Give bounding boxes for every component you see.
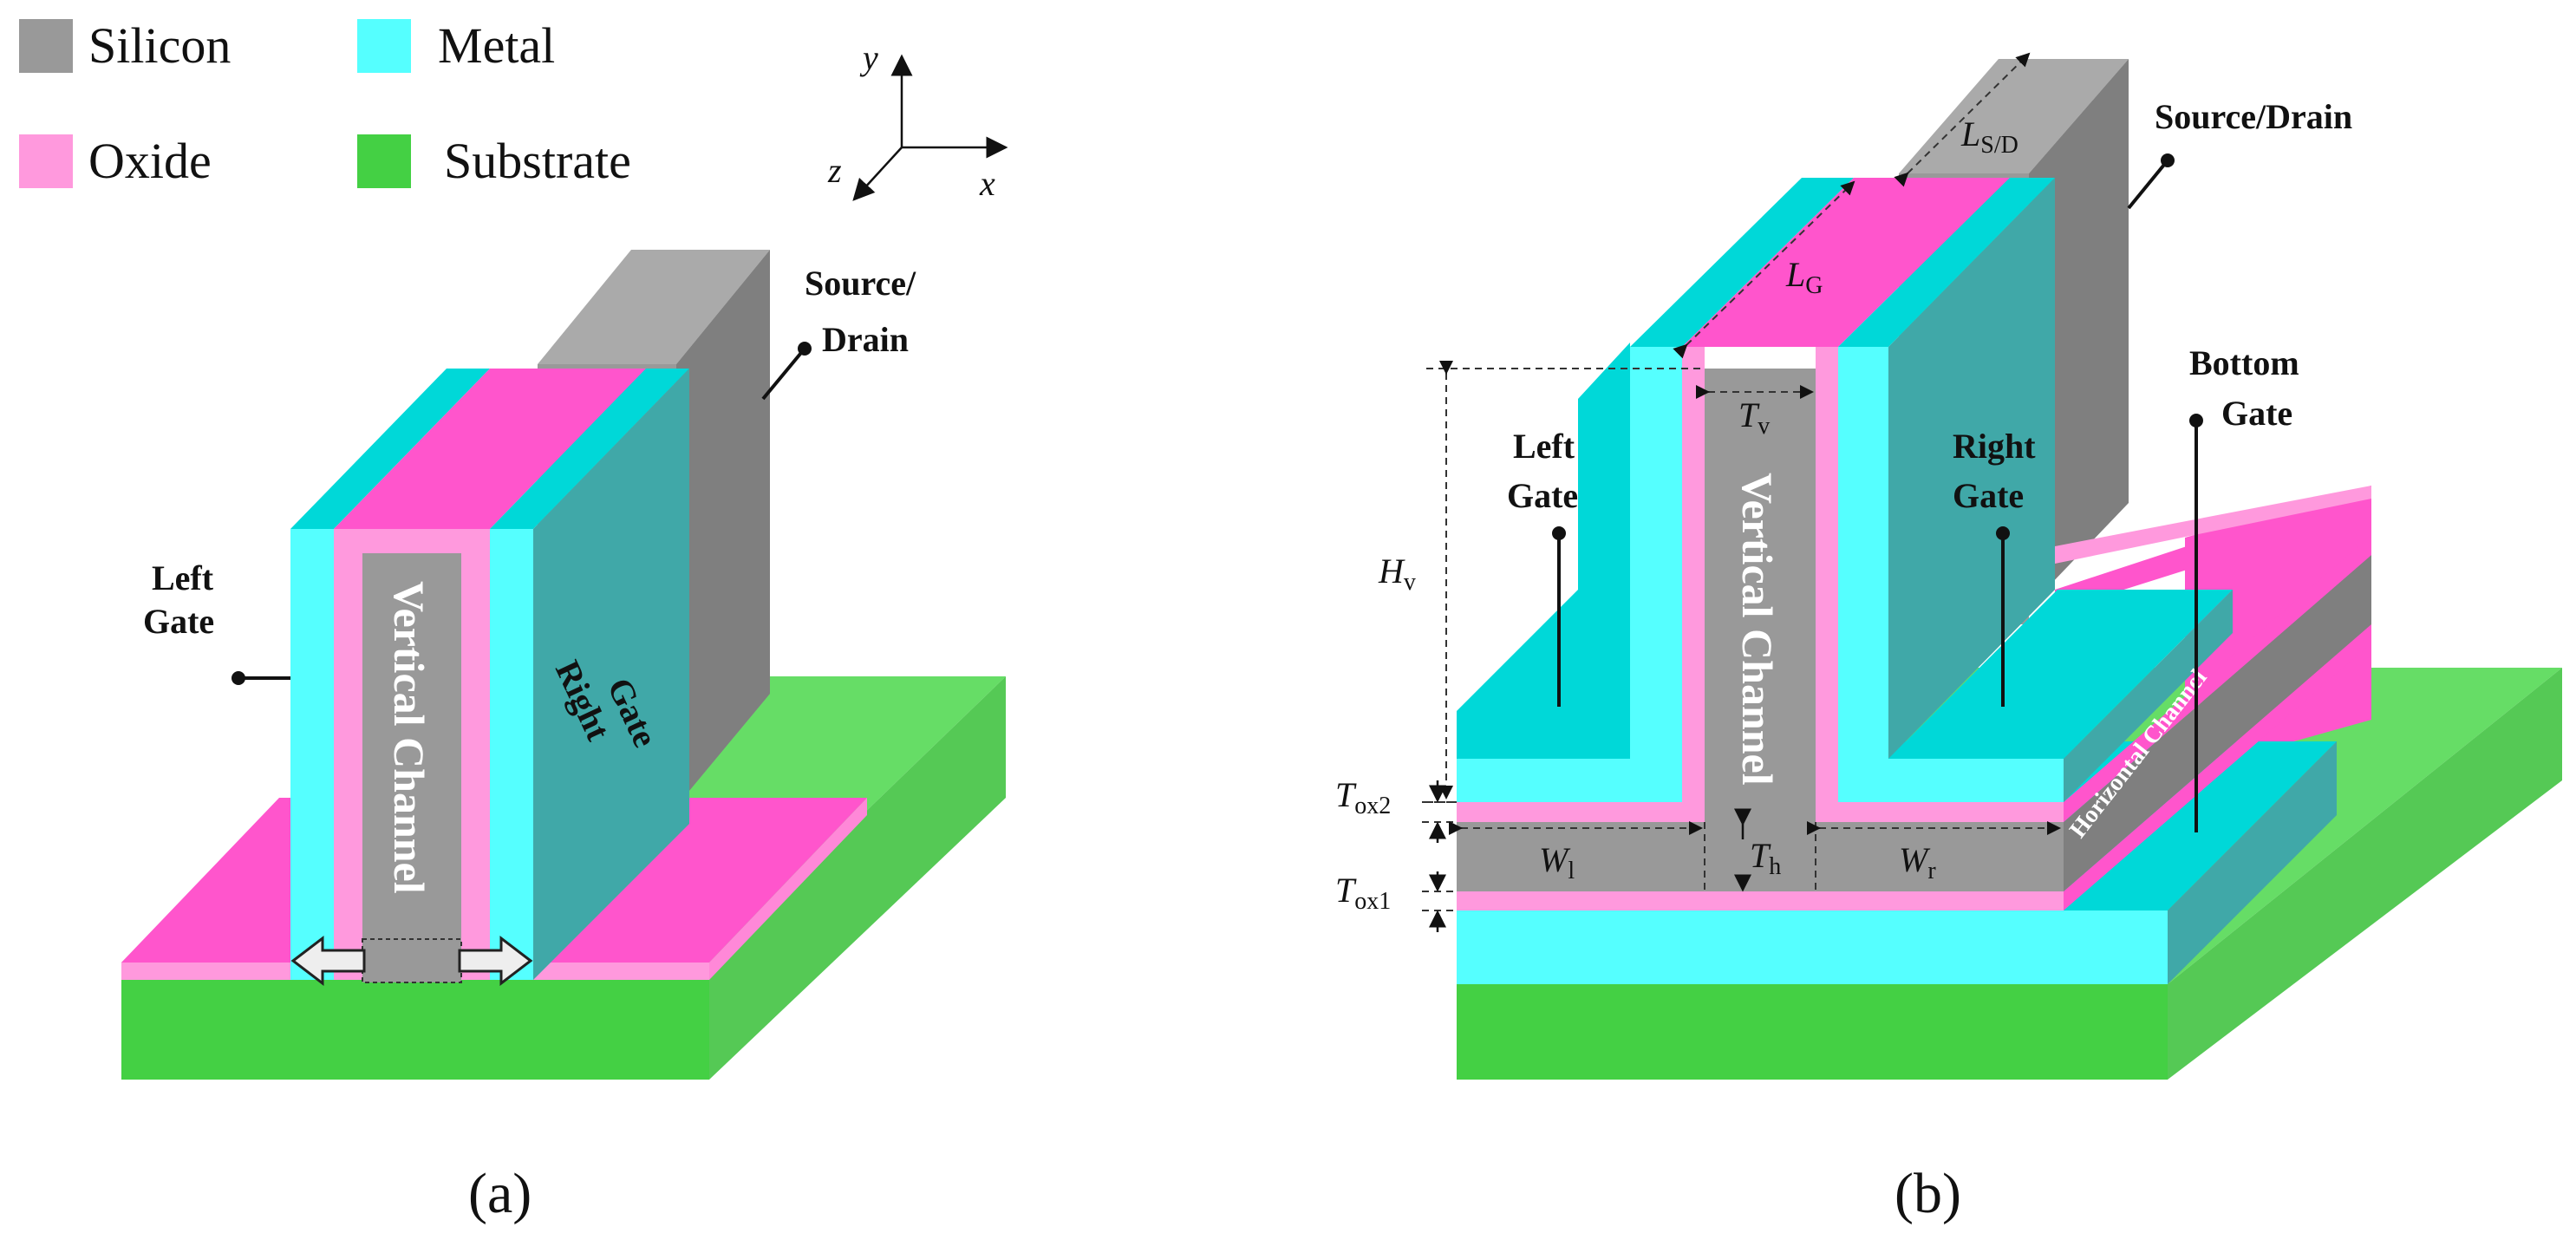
b-horizontal-channel-side <box>2064 555 2371 891</box>
a-substrate-side <box>709 676 1006 1080</box>
b-left-gate-label-line1: Left <box>1513 427 1575 466</box>
b-left-gate-label-line2: Gate <box>1507 476 1578 515</box>
b-bottom-gate-label-line2: Gate <box>2221 394 2292 433</box>
legend-label-metal: Metal <box>438 17 555 74</box>
a-oxide-gate-top <box>334 369 646 529</box>
a-vertical-channel-label: Vertical Channel <box>385 581 434 894</box>
legend-label-silicon: Silicon <box>88 17 231 74</box>
a-left-arrow-icon <box>290 935 366 987</box>
a-oxide-side <box>709 798 867 980</box>
b-right-gate-side <box>1888 178 2055 759</box>
a-source-drain-side <box>676 250 770 806</box>
legend-swatch-silicon <box>19 19 73 73</box>
b-right-gate-label-line2: Gate <box>1953 476 2024 515</box>
b-bottom-oxide-side <box>2064 624 2371 910</box>
a-vertical-channel-front <box>362 553 461 980</box>
a-left-gate-top <box>290 369 490 529</box>
b-stack-top-right-metal <box>1838 178 2055 347</box>
a-channel-bottom-box <box>362 938 462 983</box>
b-bottom-gate-side <box>2168 741 2337 984</box>
b-source-drain-label: Source/Drain <box>2155 97 2352 136</box>
b-substrate-front <box>1457 984 2168 1080</box>
b-substrate-side <box>2168 668 2562 1080</box>
a-left-gate-label-line1: Left <box>152 558 214 597</box>
a-right-gate-side <box>533 369 689 980</box>
b-right-gate-lower-top <box>1888 590 2233 759</box>
legend-label-oxide: Oxide <box>88 133 212 189</box>
b-source-drain-pointer-line <box>2127 159 2169 210</box>
legend-label-substrate: Substrate <box>444 133 631 189</box>
a-caption: (a) <box>468 1162 532 1225</box>
b-bottom-gate-front <box>1457 910 2168 984</box>
b-dim-lsd-line <box>1894 52 2031 187</box>
b-channel-junction <box>1705 802 1816 822</box>
b-dim-tox2-label: Tox2 <box>1335 775 1391 819</box>
b-dim-lg-line <box>1673 180 1855 359</box>
b-right-gate-label-line1: Right <box>1953 427 2036 466</box>
panel-b: Vertical Channel Horizontal Channel LS/D… <box>1335 52 2562 1225</box>
b-left-oxide-vertical <box>1682 347 1705 802</box>
b-dim-th-label: Th <box>1750 836 1781 880</box>
axis-y-label: y <box>859 38 878 77</box>
b-right-gate-front <box>1838 347 1888 802</box>
axis-z-label: z <box>827 151 842 190</box>
b-caption: (b) <box>1895 1162 1961 1225</box>
axis-triad: y x z <box>827 38 1008 203</box>
b-bottom-oxide-front <box>1457 891 2064 910</box>
a-source-drain-top <box>538 250 770 364</box>
legend: Silicon Metal Oxide Substrate <box>19 17 631 189</box>
a-left-gate-label-line2: Gate <box>143 602 214 641</box>
b-vertical-channel-label: Vertical Channel <box>1733 473 1782 786</box>
b-back-metal-top <box>2055 486 2371 564</box>
axis-z-arrow <box>852 147 903 201</box>
legend-swatch-metal <box>357 19 411 73</box>
a-source-drain-pointer-line <box>761 347 806 401</box>
b-right-gate-lower-front <box>1838 759 2064 802</box>
a-source-drain-label-line1: Source/ <box>805 264 916 303</box>
b-dim-tox1-label: Tox1 <box>1335 871 1391 915</box>
b-dim-hv-label: Hv <box>1378 551 1416 596</box>
b-left-gate-topface <box>1457 343 1630 759</box>
b-dim-wl-label: Wl <box>1539 840 1575 884</box>
panel-a: Vertical Channel Right Gate Left Gate So… <box>121 250 1006 1225</box>
b-dim-lg-label: LG <box>1785 255 1823 299</box>
a-right-gate-top <box>490 369 689 529</box>
axis-x-label: x <box>979 164 995 203</box>
b-bottom-gate-label-line1: Bottom <box>2189 343 2299 382</box>
a-right-arrow-icon <box>458 935 533 987</box>
legend-swatch-substrate <box>357 134 411 188</box>
b-top-oxide-side <box>2064 535 2371 822</box>
b-dim-tv-label: Tv <box>1738 395 1770 440</box>
b-dim-lsd-label: LS/D <box>1960 114 2018 159</box>
legend-swatch-oxide <box>19 134 73 188</box>
a-source-drain-label-line2: Drain <box>822 320 909 359</box>
b-right-gate-lower-side <box>2064 590 2233 802</box>
b-left-gate-front-high <box>1630 347 1682 802</box>
b-right-oxide-vertical <box>1816 347 1838 802</box>
b-dim-wr-label: Wr <box>1899 840 1936 884</box>
